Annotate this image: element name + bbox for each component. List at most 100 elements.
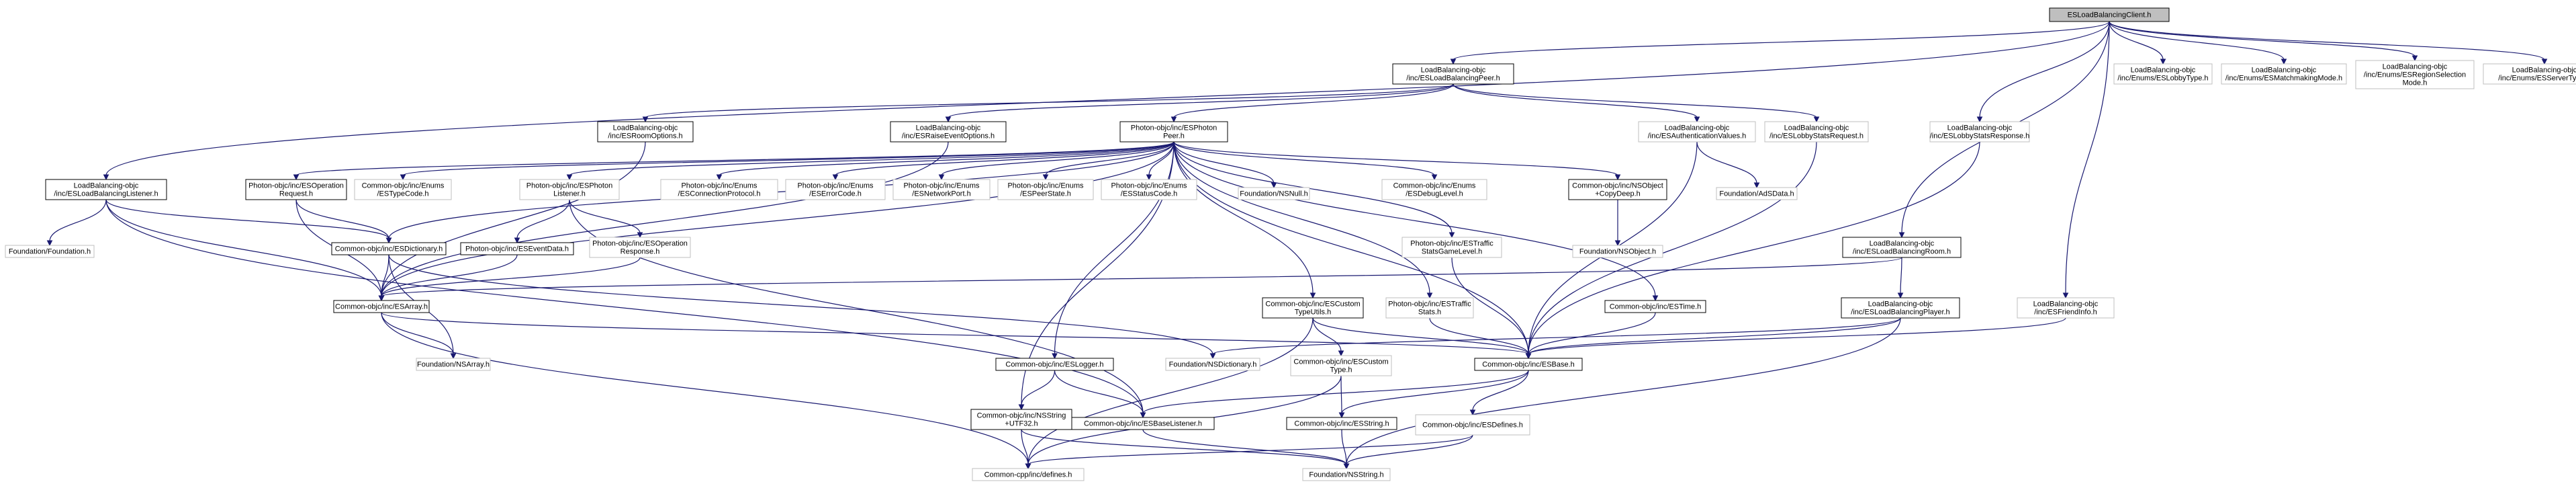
node-label-esdefines-line-0: Common-objc/inc/ESDefines.h [1422,421,1523,430]
node-label-friendinfo-line-0: LoadBalancing-objc [2033,300,2099,309]
node-box-lbplayer [1841,297,1960,319]
node-nsnull: Foundation/NSNull.h [1238,187,1310,200]
node-eventdata[interactable]: Photon-objc/inc/ESEventData.h [460,242,574,255]
node-label-root-line-0: ESLoadBalancingClient.h [2068,11,2152,19]
edge-authvalues-to-adsdata [1696,141,1757,184]
node-box-lobbystatsreq [1764,121,1869,143]
node-box-typecode [354,179,452,200]
edge-lobbystatsresp-to-esbase [1528,141,1980,355]
edge-photonpeer-to-nsnull [1173,141,1275,184]
node-label-adsdata-line-0: Foundation/AdSData.h [1719,190,1794,198]
node-raiseevent[interactable]: LoadBalancing-objc/inc/ESRaiseEventOptio… [890,121,1007,143]
node-box-statuscode [1101,179,1197,200]
node-estime[interactable]: Common-objc/inc/ESTime.h [1604,300,1706,313]
node-defines: Common-cpp/inc/defines.h [972,468,1085,481]
node-roomoptions[interactable]: LoadBalancing-objc/inc/ESRoomOptions.h [597,121,694,143]
node-lbroom[interactable]: LoadBalancing-objc/inc/ESLoadBalancingRo… [1842,237,1962,258]
node-peer[interactable]: LoadBalancing-objc/inc/ESLoadBalancingPe… [1392,63,1514,85]
edge-root-to-lblistener [105,21,2110,176]
node-label-esarray-line-0: Common-objc/inc/ESArray.h [335,303,428,311]
node-label-roomoptions-line-0: LoadBalancing-objc [613,124,678,132]
edge-photonpeer-to-statuscode [1148,141,1175,176]
node-nsstringutf[interactable]: Common-objc/inc/NSString+UTF32.h [970,409,1072,430]
edge-photonpeer-to-nsobjectcopy [1173,141,1618,176]
node-box-customtype [1290,355,1392,376]
node-box-debuglevel [1381,179,1487,200]
edge-lblistener-to-baselistener [105,199,1144,414]
node-label-roomoptions-line-1: /inc/ESRoomOptions.h [608,132,682,140]
node-lblistener[interactable]: LoadBalancing-objc/inc/ESLoadBalancingLi… [45,179,167,200]
edge-root-to-servertype [2109,21,2545,60]
node-connproto: Photon-objc/inc/Enums/ESConnectionProtoc… [660,179,778,200]
node-label-nsstringutf-line-0: Common-objc/inc/NSString [977,412,1066,420]
node-label-nsstringutf-line-1: +UTF32.h [1005,420,1038,428]
edge-lobbystatsreq-to-esbase [1528,141,1817,355]
node-esbase[interactable]: Common-objc/inc/ESBase.h [1474,358,1583,371]
node-box-trafficstats [1385,297,1474,319]
node-esstring[interactable]: Common-objc/inc/ESString.h [1286,417,1397,430]
arrowhead-photonpeer-to-debuglevel [1431,174,1438,181]
node-esarray[interactable]: Common-objc/inc/ESArray.h [333,300,430,313]
node-label-defines-line-0: Common-cpp/inc/defines.h [984,471,1072,479]
node-label-lobbystatsresp-line-1: /inc/ESLobbyStatsResponse.h [1930,132,2030,140]
node-peerstate: Photon-objc/inc/Enums/ESPeerState.h [997,179,1094,200]
edge-dictionary-to-nsdictionary [388,254,1213,355]
arrowhead-esarray-to-nsarray [450,353,457,360]
arrowhead-photonpeer-to-eslogger [1052,353,1058,360]
node-label-eventdata-line-0: Photon-objc/inc/ESEventData.h [465,245,569,253]
arrowhead-root-to-lobbytype [2160,58,2166,65]
node-box-defines [972,468,1085,481]
node-label-errorcode-line-1: /ESErrorCode.h [809,190,862,198]
node-lbplayer[interactable]: LoadBalancing-objc/inc/ESLoadBalancingPl… [1841,297,1960,319]
node-label-trafficstats-line-1: Stats.h [1418,309,1441,317]
edge-nsstringutf-to-nsstring [1021,429,1347,465]
arrowhead-photonop-to-dictionary [385,237,392,244]
node-lobbytype: LoadBalancing-objc/inc/Enums/ESLobbyType… [2113,63,2213,85]
edge-photonpeer-to-connproto [719,141,1175,176]
arrowhead-peer-to-photonpeer [1170,116,1177,123]
node-box-adsdata [1716,187,1798,200]
arrowhead-photonpeer-to-connproto [716,174,723,181]
node-label-connproto-line-1: /ESConnectionProtocol.h [678,190,761,198]
arrowhead-opresponse-to-esarray [378,295,385,302]
arrowhead-peer-to-raiseevent [945,116,952,123]
node-box-networkport [892,179,991,200]
edge-esarray-to-esbase [381,312,1529,355]
node-label-networkport-line-1: /ESNetworkPort.h [912,190,970,198]
node-label-lobbystatsresp-line-0: LoadBalancing-objc [1947,124,2013,132]
node-label-lobbystatsreq-line-1: /inc/ESLobbyStatsRequest.h [1769,132,1864,140]
node-eslogger[interactable]: Common-objc/inc/ESLogger.h [995,358,1114,371]
node-box-customtypeutils [1262,297,1364,319]
node-box-dictionary [331,242,447,255]
arrowhead-photonpeer-to-typecode [400,174,406,181]
node-box-foundation [5,245,95,258]
arrowhead-eslogger-to-nsstringutf [1018,404,1025,411]
node-box-nsstring [1302,468,1391,481]
node-label-nsstring-line-0: Foundation/NSString.h [1309,471,1383,479]
node-baselistener[interactable]: Common-objc/inc/ESBaseListener.h [1071,417,1215,430]
node-nsobjectcopy[interactable]: Common-objc/inc/NSObject+CopyDeep.h [1568,179,1667,200]
edges-layer [46,21,2548,470]
node-label-photonpeer-line-0: Photon-objc/inc/ESPhoton [1131,124,1217,132]
node-label-matchmaking-line-1: /inc/Enums/ESMatchmakingMode.h [2225,75,2342,83]
node-label-nsobjectcopy-line-1: +CopyDeep.h [1595,190,1641,198]
node-box-photonop [245,179,347,200]
arrowhead-peer-to-lobbystatsreq [1813,116,1820,123]
node-networkport: Photon-objc/inc/Enums/ESNetworkPort.h [892,179,991,200]
node-dictionary[interactable]: Common-objc/inc/ESDictionary.h [331,242,447,255]
arrowhead-esdefines-to-defines [1025,463,1031,470]
node-label-raiseevent-line-0: LoadBalancing-objc [916,124,981,132]
node-box-nsstringutf [970,409,1072,430]
node-root[interactable]: ESLoadBalancingClient.h [2049,7,2170,22]
node-box-friendinfo [2017,297,2115,319]
node-box-connproto [660,179,778,200]
node-box-nsnull [1238,187,1310,200]
node-label-esbase-line-0: Common-objc/inc/ESBase.h [1482,361,1575,369]
arrowhead-photonpeer-to-nsnull [1271,182,1277,189]
arrowhead-esbase-to-esstring [1338,412,1345,419]
edge-lblistener-to-dictionary [105,199,389,239]
